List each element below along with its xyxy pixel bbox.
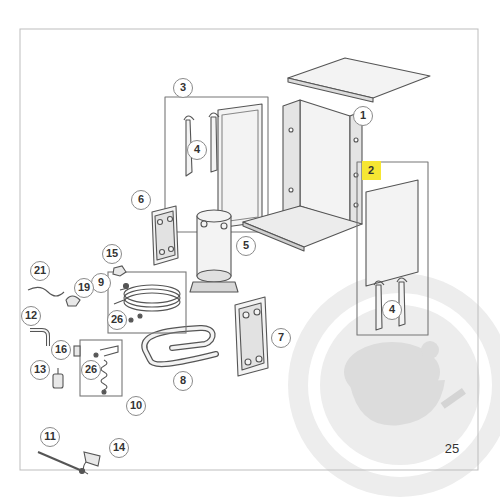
callout-number: 21 — [30, 261, 50, 281]
callout-number: 4 — [382, 300, 402, 320]
callout-number: 13 — [30, 360, 50, 380]
callout-number: 26 — [81, 360, 101, 380]
callout-number: 2 — [362, 161, 381, 180]
callout-number: 1 — [353, 106, 373, 126]
callout-number: 19 — [74, 278, 94, 298]
callout-number: 6 — [131, 190, 151, 210]
callout-number: 14 — [109, 438, 129, 458]
callout-number: 10 — [126, 396, 146, 416]
figure-number: 25 — [445, 441, 459, 456]
callout-number: 26 — [107, 310, 127, 330]
callout-number: 15 — [102, 244, 122, 264]
callout-number: 16 — [51, 340, 71, 360]
callout-number: 3 — [173, 78, 193, 98]
watermark-logo — [288, 273, 500, 497]
callout-number: 9 — [91, 273, 111, 293]
callout-number: 11 — [40, 427, 60, 447]
callout-number: 4 — [187, 140, 207, 160]
callout-number: 12 — [21, 306, 41, 326]
callout-number: 7 — [271, 328, 291, 348]
callout-number: 5 — [236, 236, 256, 256]
callout-number: 8 — [173, 371, 193, 391]
